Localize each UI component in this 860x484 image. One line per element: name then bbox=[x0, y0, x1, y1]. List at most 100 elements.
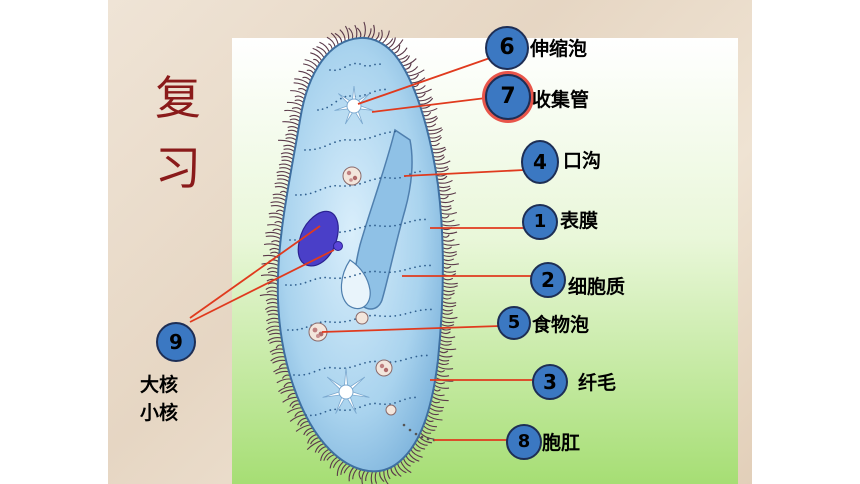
cilium bbox=[441, 304, 457, 308]
cilium bbox=[418, 96, 432, 102]
cilium bbox=[278, 385, 294, 393]
cilium bbox=[354, 24, 358, 39]
cilium bbox=[438, 346, 457, 351]
cilium bbox=[273, 367, 289, 373]
cilium bbox=[293, 82, 309, 89]
cilium bbox=[442, 292, 455, 296]
leader-line-4 bbox=[403, 169, 525, 177]
cilium bbox=[270, 356, 286, 362]
cilium bbox=[265, 286, 279, 290]
cilium bbox=[330, 32, 339, 46]
micronucleus bbox=[333, 241, 343, 251]
cilium bbox=[414, 442, 426, 450]
marker-7: 7 bbox=[485, 74, 531, 120]
cilium bbox=[329, 456, 339, 469]
cilium bbox=[432, 392, 445, 397]
cilium bbox=[265, 231, 282, 236]
cilium bbox=[438, 192, 457, 196]
leader-line-9b bbox=[189, 249, 335, 323]
anal-pore-dots bbox=[402, 423, 436, 442]
cilium bbox=[424, 421, 437, 428]
cilium bbox=[441, 224, 460, 227]
cilium bbox=[280, 152, 295, 156]
cilium bbox=[442, 250, 457, 254]
cilium bbox=[266, 267, 279, 271]
cilium bbox=[426, 414, 443, 421]
cilium bbox=[440, 211, 458, 215]
cilium bbox=[356, 27, 362, 39]
cilium bbox=[439, 342, 452, 346]
food-vacuoles bbox=[308, 166, 397, 416]
cilium bbox=[320, 448, 330, 461]
oral-groove bbox=[353, 128, 413, 310]
cilium bbox=[272, 193, 287, 198]
cilium bbox=[432, 148, 447, 154]
surface-rows bbox=[285, 62, 432, 417]
cilium bbox=[442, 243, 460, 246]
marker-3: 3 bbox=[532, 364, 568, 400]
label-cytoplasm: 细胞质 bbox=[568, 276, 626, 298]
cilium bbox=[295, 424, 311, 432]
cilium bbox=[336, 461, 345, 476]
leader-line-7 bbox=[371, 97, 487, 113]
cilium bbox=[267, 337, 282, 342]
cilium bbox=[348, 466, 355, 482]
leader-line-9a bbox=[189, 225, 321, 319]
cilium bbox=[442, 285, 458, 289]
cilium bbox=[441, 219, 455, 223]
cilium bbox=[285, 133, 298, 138]
cilium bbox=[419, 97, 434, 105]
cilium bbox=[429, 136, 442, 143]
cilium bbox=[411, 77, 426, 84]
cilium bbox=[441, 300, 457, 304]
cilium bbox=[286, 101, 303, 107]
cilium bbox=[437, 179, 453, 184]
cilium bbox=[294, 78, 310, 85]
cilium bbox=[314, 443, 325, 453]
cilium bbox=[407, 69, 425, 77]
title-char-2: 习 bbox=[155, 141, 201, 195]
cilium bbox=[310, 52, 323, 62]
cilium bbox=[442, 253, 458, 257]
cilium bbox=[260, 274, 279, 278]
cilium bbox=[306, 440, 322, 450]
cilium bbox=[429, 403, 444, 409]
cilium bbox=[433, 156, 446, 161]
cilium bbox=[270, 204, 286, 209]
cilium bbox=[402, 457, 411, 467]
label-collecting-canal: 收集管 bbox=[532, 89, 590, 111]
marker-8: 8 bbox=[506, 424, 542, 460]
label-cilia: 纤毛 bbox=[578, 372, 617, 394]
cilium bbox=[395, 47, 408, 57]
cilium bbox=[284, 109, 302, 115]
cilium bbox=[280, 389, 295, 394]
contractile-vacuole-bottom bbox=[322, 367, 370, 414]
cilium bbox=[424, 115, 437, 120]
marker-4: 4 bbox=[521, 140, 559, 184]
cilium bbox=[340, 463, 348, 475]
cilium bbox=[381, 30, 390, 45]
cilium bbox=[276, 378, 292, 384]
cilium bbox=[425, 117, 439, 124]
cilium bbox=[410, 449, 423, 458]
cilium bbox=[415, 88, 432, 95]
cilium bbox=[276, 174, 291, 179]
cilium bbox=[266, 278, 279, 282]
cilium bbox=[344, 25, 350, 41]
cilium bbox=[290, 90, 306, 96]
cilium bbox=[267, 329, 281, 333]
cilium bbox=[303, 63, 317, 71]
cilium bbox=[265, 235, 282, 240]
cilium bbox=[402, 58, 417, 67]
cilium bbox=[361, 470, 366, 484]
cilium bbox=[438, 187, 451, 192]
cilium bbox=[312, 47, 325, 59]
cilium bbox=[265, 325, 281, 331]
label-pellicle: 表膜 bbox=[560, 210, 599, 232]
cilium bbox=[263, 243, 281, 247]
cilium bbox=[269, 348, 284, 353]
cilium bbox=[282, 396, 298, 403]
cilium bbox=[274, 182, 289, 187]
leader-line-6 bbox=[357, 57, 491, 105]
